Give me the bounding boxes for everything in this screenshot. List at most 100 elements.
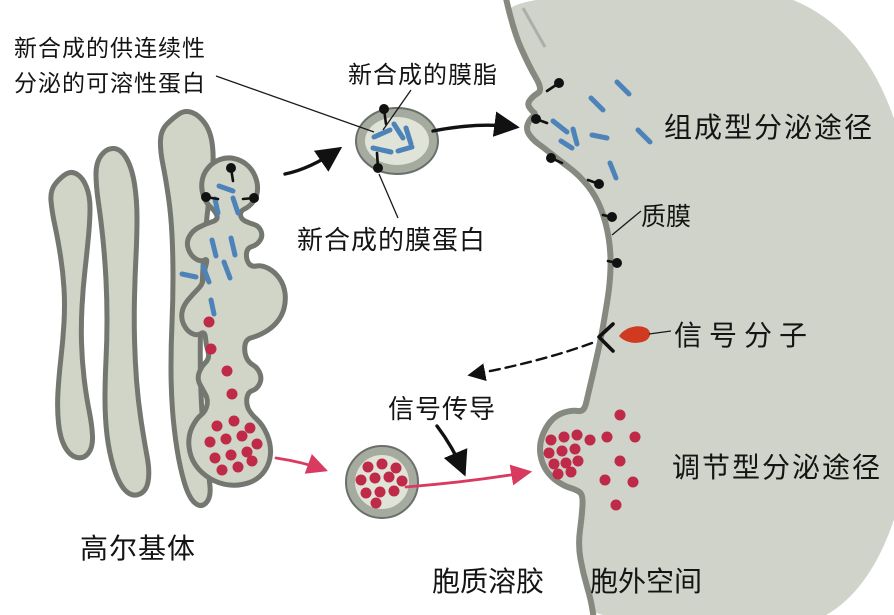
secretory-protein-icon bbox=[601, 431, 613, 443]
golgi-cisterna bbox=[93, 145, 152, 498]
membrane-protein-head bbox=[373, 163, 383, 173]
membrane-lipid-icon bbox=[403, 125, 414, 147]
receptor-icon bbox=[597, 322, 615, 353]
golgi-secretory-dots bbox=[203, 316, 263, 476]
golgi-trans-network bbox=[179, 155, 288, 488]
secretory-protein-icon bbox=[221, 365, 233, 377]
secretory-protein-icon bbox=[205, 343, 217, 355]
label-extracellular-space: 胞外空间 bbox=[590, 567, 703, 598]
membrane-lipid-icon bbox=[614, 79, 632, 97]
membrane-protein-icon bbox=[546, 153, 564, 165]
secretory-protein-icon bbox=[362, 461, 374, 473]
membrane-lipid-icon bbox=[589, 132, 610, 141]
secretory-protein-icon bbox=[241, 446, 253, 458]
label-membrane-lipid: 新合成的膜脂 bbox=[348, 63, 498, 89]
secretory-protein-icon bbox=[572, 455, 584, 467]
membrane-lipid-icon bbox=[370, 145, 394, 155]
membrane-fold-line bbox=[521, 7, 547, 48]
vesicle-membrane-protein-icons bbox=[373, 104, 389, 173]
secretory-protein-icon bbox=[228, 415, 240, 427]
arrow-transduction-down bbox=[435, 424, 468, 477]
label-soluble-protein-line2: 分泌的可溶性蛋白 bbox=[14, 71, 206, 96]
membrane-protein-icon bbox=[241, 193, 259, 203]
membrane-lipid-icon bbox=[570, 126, 580, 147]
membrane-lipid-icon bbox=[200, 263, 212, 285]
membrane-lipid-icon bbox=[221, 259, 233, 281]
extracellular-space-region bbox=[508, 0, 894, 615]
membrane-protein-head bbox=[531, 114, 541, 124]
vesicle-lipid-dashes bbox=[370, 121, 415, 155]
label-membrane-protein: 新合成的膜蛋白 bbox=[297, 226, 487, 255]
secretory-protein-icon bbox=[370, 497, 382, 509]
secretory-protein-icon bbox=[543, 447, 555, 459]
membrane-protein-head bbox=[607, 212, 617, 222]
secretory-protein-icon bbox=[225, 449, 237, 461]
regulated-pocket-secretory-dots bbox=[543, 429, 584, 480]
arrow-vesicle-to-membrane bbox=[431, 111, 520, 137]
pointer-plasma-membrane bbox=[611, 210, 642, 236]
membrane-lipid-icon bbox=[607, 160, 619, 181]
secretory-protein-icon bbox=[571, 429, 583, 441]
membrane-lipid-icon bbox=[558, 138, 575, 151]
secretory-protein-icon bbox=[614, 409, 626, 421]
label-soluble-protein: 新合成的供连续性 分泌的可溶性蛋白 bbox=[14, 31, 206, 101]
label-cytosol: 胞质溶胶 bbox=[432, 567, 545, 598]
membrane-protein-head bbox=[612, 258, 622, 268]
secretory-protein-icon bbox=[220, 433, 232, 445]
membrane-lipid-icon bbox=[635, 127, 653, 145]
membrane-lipid-icon bbox=[371, 127, 393, 140]
membrane-protein-head bbox=[594, 179, 604, 189]
regulated-vesicle bbox=[345, 445, 419, 519]
membrane-lipid-icon bbox=[209, 237, 219, 259]
plasma-membrane bbox=[503, 0, 614, 615]
membrane-protein-icon bbox=[531, 114, 549, 125]
membrane-lipid-icon bbox=[212, 196, 221, 216]
secretory-protein-icon bbox=[374, 486, 386, 498]
secretory-protein-icon bbox=[232, 461, 244, 473]
membrane-protein-head bbox=[249, 193, 259, 203]
secretory-protein-icon bbox=[599, 474, 611, 486]
pm-lipid-dashes bbox=[550, 79, 653, 181]
membrane-protein-icon bbox=[586, 178, 604, 189]
membrane-protein-icon bbox=[379, 104, 389, 126]
secretory-protein-icon bbox=[203, 316, 215, 328]
membrane-protein-head bbox=[226, 163, 236, 173]
secretory-protein-icon bbox=[251, 438, 263, 450]
secretory-protein-icon bbox=[560, 457, 572, 469]
secretory-protein-icon bbox=[390, 462, 402, 474]
secretory-protein-icon bbox=[369, 472, 381, 484]
membrane-protein-icon bbox=[545, 78, 564, 93]
membrane-lipid-icon bbox=[395, 144, 415, 154]
membrane-lipid-icon bbox=[391, 121, 406, 141]
secretory-protein-icon bbox=[558, 431, 570, 443]
secretory-protein-icon bbox=[216, 464, 228, 476]
membrane-protein-icon bbox=[226, 163, 236, 183]
membrane-protein-icon bbox=[201, 192, 220, 202]
constitutive-vesicle bbox=[355, 104, 439, 175]
membrane-lipid-icon bbox=[179, 271, 199, 280]
membrane-lipid-icon bbox=[216, 183, 236, 194]
label-signal-molecule: 信号分子 bbox=[674, 321, 815, 352]
pointer-soluble-protein bbox=[215, 75, 375, 133]
arrow-vesicle-to-pocket-pink bbox=[404, 464, 533, 489]
membrane-protein-icon bbox=[601, 212, 617, 222]
secretory-protein-icon bbox=[610, 499, 622, 511]
signal-molecule-icon bbox=[619, 326, 651, 343]
secretory-protein-icon bbox=[226, 388, 238, 400]
golgi-bud-membrane-protein-icons bbox=[201, 163, 259, 203]
pm-membrane-protein-icons bbox=[531, 78, 622, 268]
membrane-lipid-icon bbox=[588, 95, 606, 113]
secretory-protein-icon bbox=[565, 466, 577, 478]
label-soluble-protein-line1: 新合成的供连续性 bbox=[14, 36, 206, 61]
secretory-protein-icon bbox=[569, 443, 581, 455]
arrow-golgi-to-vesicle-pink bbox=[274, 454, 328, 474]
secretory-protein-icon bbox=[548, 458, 560, 470]
membrane-lipid-icon bbox=[550, 118, 570, 135]
secretory-protein-icon bbox=[355, 474, 367, 486]
secretory-protein-icon bbox=[204, 436, 216, 448]
membrane-protein-icon bbox=[606, 258, 622, 268]
pointer-membrane-lipid bbox=[382, 89, 412, 131]
membrane-protein-head bbox=[554, 78, 564, 88]
membrane-protein-head bbox=[546, 153, 556, 163]
vesicle-secretory-dots bbox=[355, 458, 408, 509]
